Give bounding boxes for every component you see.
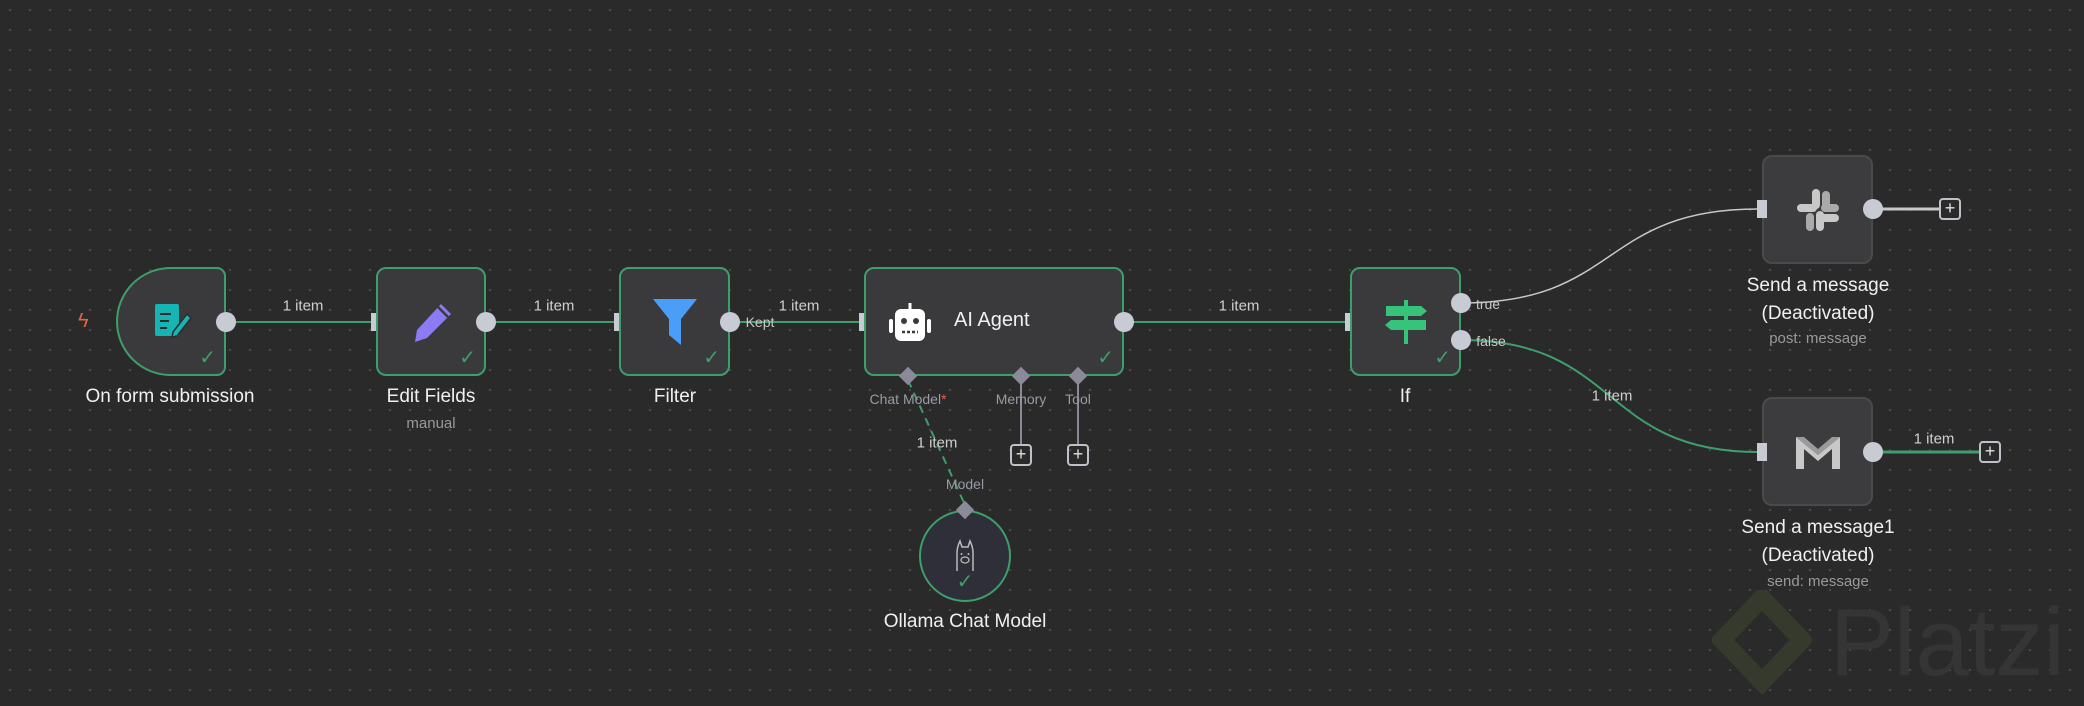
node-send-a-message[interactable]	[1762, 155, 1873, 264]
edge-label: 1 item	[533, 297, 575, 315]
required-mark: *	[941, 391, 947, 407]
slack-icon	[1796, 188, 1839, 231]
false-output-handle[interactable]	[1451, 330, 1471, 350]
add-node-button[interactable]: +	[1979, 441, 2001, 463]
node-title: Filter	[653, 386, 697, 407]
node-status: (Deactivated)	[1761, 545, 1875, 566]
gmail-icon	[1795, 436, 1840, 469]
add-node-button[interactable]: +	[1939, 198, 1961, 220]
node-send-a-message1[interactable]	[1762, 397, 1873, 506]
edge-ollama-agent	[907, 379, 966, 506]
platzi-watermark: Platzi	[1830, 589, 2065, 696]
node-title: On form submission	[85, 386, 255, 407]
node-filter[interactable]: ✓	[619, 267, 730, 376]
output-handle[interactable]	[1114, 312, 1134, 332]
node-title: Send a message1 (Deactivated)	[1741, 514, 1894, 570]
node-title-text: Send a message1	[1741, 517, 1895, 538]
input-handle[interactable]	[1757, 200, 1767, 218]
add-tool-button[interactable]: +	[1067, 444, 1089, 466]
node-title-text: Send a message	[1746, 275, 1890, 296]
port-label-tool: Tool	[1065, 391, 1091, 407]
llama-icon	[956, 539, 974, 571]
node-subtitle: manual	[406, 415, 456, 432]
form-icon	[155, 303, 192, 338]
output-handle[interactable]	[1863, 199, 1883, 219]
robot-icon	[889, 303, 931, 341]
output-label-false: false	[1476, 333, 1506, 349]
node-subtitle: post: message	[1769, 330, 1867, 347]
success-check-icon: ✓	[1097, 347, 1114, 369]
edge-label: 1 item	[1591, 387, 1633, 405]
chat-model-label: Chat Model	[869, 391, 942, 407]
success-check-icon: ✓	[703, 347, 720, 369]
success-check-icon: ✓	[956, 571, 974, 593]
node-status: (Deactivated)	[1761, 303, 1875, 324]
node-ai-agent[interactable]: AI Agent ✓	[864, 267, 1124, 376]
node-title: Edit Fields	[386, 386, 476, 407]
node-subtitle: send: message	[1767, 573, 1869, 590]
lightning-icon: ϟ	[78, 310, 89, 332]
success-check-icon: ✓	[1434, 347, 1451, 369]
edge-if-false-gmail	[1460, 339, 1759, 453]
pencil-icon	[415, 303, 451, 342]
port-label-memory: Memory	[995, 391, 1047, 407]
edge-label: 1 item	[282, 297, 324, 315]
output-label-true: true	[1475, 296, 1501, 312]
node-edit-fields[interactable]: ✓	[376, 267, 486, 376]
signpost-icon	[1384, 299, 1427, 344]
port-label-model: Model	[945, 476, 985, 492]
output-handle[interactable]	[1863, 442, 1883, 462]
success-check-icon: ✓	[459, 347, 476, 369]
funnel-icon	[652, 298, 697, 345]
true-output-handle[interactable]	[1451, 293, 1471, 313]
edge-if-true-slack	[1460, 208, 1759, 304]
edge-label: 1 item	[916, 434, 958, 452]
port-label-chat-model: Chat Model*	[869, 391, 946, 407]
edge-label: 1 item	[778, 297, 820, 315]
node-title: AI Agent	[954, 309, 1030, 331]
node-if[interactable]: ✓	[1350, 267, 1461, 376]
node-on-form-submission[interactable]: ✓	[116, 267, 226, 376]
output-handle[interactable]	[476, 312, 496, 332]
node-ollama-chat-model[interactable]: ✓	[919, 510, 1011, 602]
input-handle[interactable]	[1757, 443, 1767, 461]
node-title: Send a message (Deactivated)	[1747, 272, 1890, 328]
platzi-logo	[1712, 590, 1812, 696]
node-title: If	[1399, 386, 1411, 407]
edge-label: 1 item	[1913, 430, 1955, 448]
add-memory-button[interactable]: +	[1010, 444, 1032, 466]
output-handle[interactable]	[720, 312, 740, 332]
output-label-kept: Kept	[745, 314, 775, 330]
node-title: Ollama Chat Model	[883, 611, 1047, 632]
success-check-icon: ✓	[199, 347, 216, 369]
edge-label: 1 item	[1218, 297, 1260, 315]
output-handle[interactable]	[216, 312, 236, 332]
